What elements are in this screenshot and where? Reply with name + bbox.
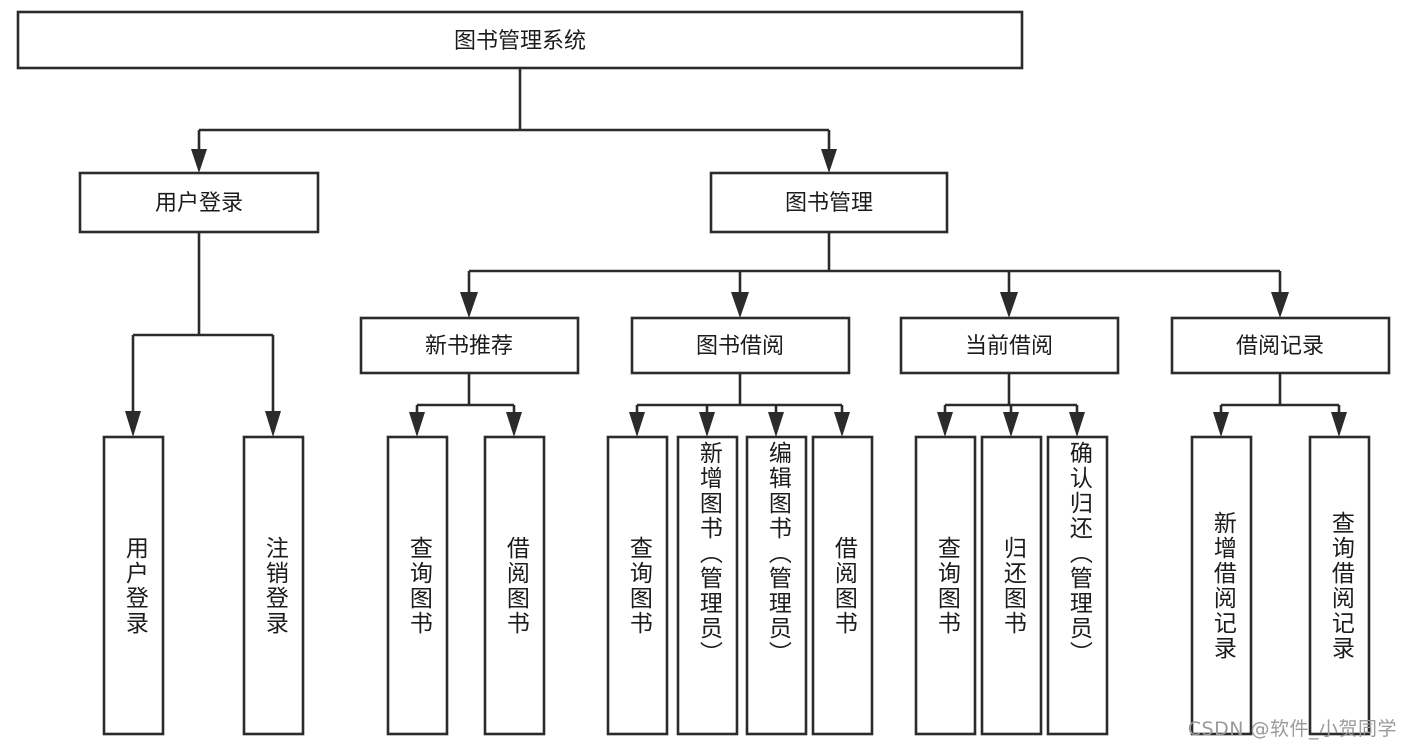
connector-layer	[125, 68, 1347, 437]
leaf-box-return-book[interactable]	[980, 435, 1043, 736]
arrow-head-book-borrow	[731, 292, 749, 318]
arrow-head-leaf-user-login	[125, 411, 141, 437]
node-new-book-recommend[interactable]: 新书推荐	[359, 316, 580, 375]
leaf-box-edit-book[interactable]	[745, 435, 808, 736]
node-new-book-recommend-box[interactable]	[359, 316, 580, 375]
node-current-borrow-box[interactable]	[899, 316, 1120, 375]
arrow-head-leaf-borrow-book-rec	[506, 412, 522, 437]
leaf-box-query-book-rec[interactable]	[386, 435, 449, 736]
node-user-login[interactable]: 用户登录	[78, 171, 320, 234]
node-book-management-label: 图书管理	[785, 191, 873, 216]
leaf-box-add-book[interactable]	[676, 435, 739, 736]
arrow-head-leaf-confirm-return	[1069, 412, 1085, 437]
node-borrow-record[interactable]: 借阅记录	[1170, 316, 1391, 375]
node-root-box[interactable]	[16, 10, 1024, 70]
node-user-login-label: 用户登录	[155, 191, 243, 216]
arrow-head-leaf-edit-book	[768, 412, 784, 437]
node-book-borrow[interactable]: 图书借阅	[630, 316, 851, 375]
node-borrow-record-box[interactable]	[1170, 316, 1391, 375]
node-book-borrow-box[interactable]	[630, 316, 851, 375]
leaf-box-user-logout[interactable]	[242, 435, 305, 736]
node-new-book-recommend-label: 新书推荐	[425, 334, 513, 359]
leaf-box-add-borrow-record[interactable]	[1190, 435, 1253, 736]
arrow-head-leaf-query-book-current	[937, 412, 953, 437]
node-root[interactable]: 图书管理系统	[16, 10, 1024, 70]
arrow-head-leaf-query-borrow-record	[1331, 412, 1347, 437]
node-book-management-box[interactable]	[709, 171, 949, 234]
node-root-label: 图书管理系统	[454, 29, 586, 54]
node-book-management[interactable]: 图书管理	[709, 171, 949, 234]
arrow-head-borrow-record	[1271, 292, 1289, 318]
arrow-head-leaf-query-book-rec	[409, 412, 425, 437]
leaf-box-query-book-borrow[interactable]	[606, 435, 669, 736]
leaf-box-confirm-return[interactable]	[1046, 435, 1109, 736]
arrow-head-book-management	[821, 149, 837, 173]
arrow-head-leaf-add-borrow-record	[1213, 412, 1229, 437]
arrow-head-leaf-user-logout	[265, 411, 281, 437]
arrow-head-current-borrow	[1000, 292, 1018, 318]
arrow-head-leaf-query-book-borrow	[629, 412, 645, 437]
arrow-head-leaf-add-book	[699, 412, 715, 437]
leaf-box-query-book-current[interactable]	[914, 435, 977, 736]
leaf-box-layer	[102, 435, 1371, 736]
leaf-box-borrow-book-rec[interactable]	[483, 435, 546, 736]
node-current-borrow-label: 当前借阅	[965, 334, 1053, 359]
leaf-box-borrow-book[interactable]	[811, 435, 874, 736]
watermark-text: CSDN @软件_小贺同学	[1187, 718, 1397, 740]
node-current-borrow[interactable]: 当前借阅	[899, 316, 1120, 375]
arrow-head-leaf-borrow-book	[834, 412, 850, 437]
arrow-head-user-login	[191, 149, 207, 173]
arrow-head-leaf-return-book	[1003, 412, 1019, 437]
node-book-borrow-label: 图书借阅	[696, 334, 784, 359]
node-user-login-box[interactable]	[78, 171, 320, 234]
leaf-box-user-login[interactable]	[102, 435, 165, 736]
node-borrow-record-label: 借阅记录	[1236, 334, 1324, 359]
arrow-head-new-book-recommend	[460, 292, 478, 318]
leaf-box-query-borrow-record[interactable]	[1308, 435, 1371, 736]
